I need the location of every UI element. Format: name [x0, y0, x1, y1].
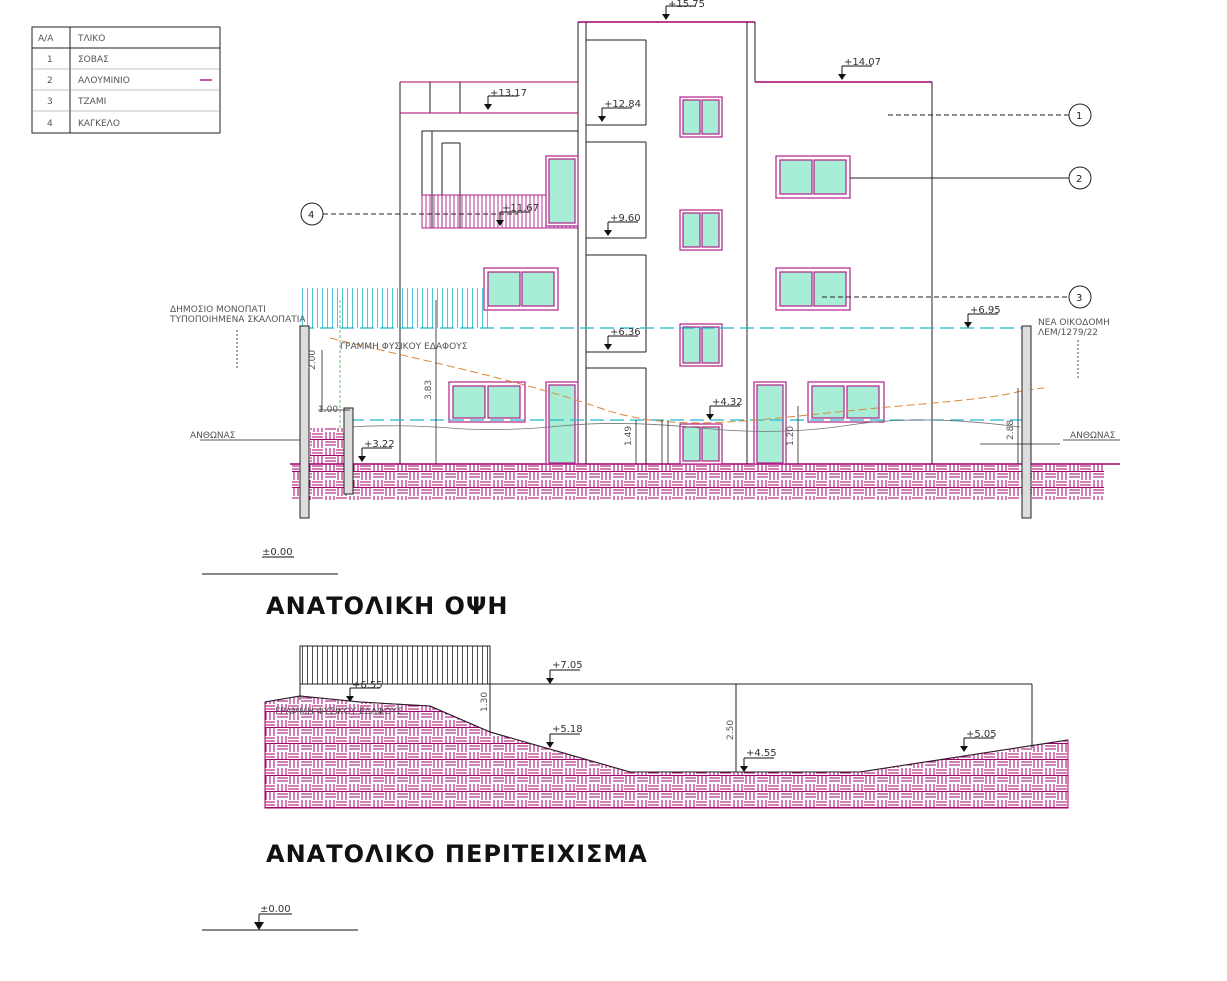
callout-3: 3 — [1076, 293, 1082, 304]
wall-railing — [299, 645, 491, 685]
public-path-rail — [300, 288, 490, 328]
legend-header-material: ΤΛΙΚΟ — [77, 34, 105, 44]
level-roof-right: +14.07 — [844, 57, 881, 68]
flower-bed-stone — [310, 428, 350, 466]
label-flower-right: ΑΝΘΩΝΑΣ — [1070, 431, 1116, 441]
level-stair-2: +9.60 — [610, 213, 641, 224]
wall-label-natural-ground: ΓΡΑΜΜΗ ΦΥΣΙΚΟΥ ΕΔΑΦΟΥΣ — [275, 707, 403, 717]
legend-row-2-aa: 2 — [47, 76, 53, 86]
wall-ground-line — [264, 695, 1069, 773]
level-markers: +15.75 +14.07 +13.17 +12.84 +11.67 +9.60… — [202, 0, 1001, 575]
legend-row-1-aa: 1 — [47, 55, 53, 65]
foundation-stone — [292, 464, 1104, 500]
callouts: 1 2 3 4 — [300, 103, 1092, 309]
legend-row-3-aa: 3 — [47, 97, 53, 107]
legend-row-3-material: ΤΖΑΜΙ — [77, 97, 106, 107]
level-stair-3: +6.36 — [610, 327, 641, 338]
legend-row-1-material: ΣΟΒΑΣ — [78, 55, 109, 65]
windows — [448, 96, 885, 465]
callout-1-circle — [1068, 103, 1092, 127]
legend-row-4-aa: 4 — [47, 119, 53, 129]
left-boundary-wall — [299, 325, 310, 519]
wall-dim-2-50: 2.50 — [726, 720, 736, 740]
right-boundary-wall — [1021, 325, 1032, 519]
label-lem: ΛΕΜ/1279/22 — [1038, 328, 1098, 338]
wall-level-left: +6.55 — [352, 680, 383, 691]
label-public-path: ΔΗΜΟΣΙΟ ΜΟΝΟΠΑΤΙ — [170, 305, 266, 315]
callout-4: 4 — [308, 210, 314, 221]
label-stairs: ΤΥΠΟΠΟΙΗΜΕΝΑ ΣΚΑΛΟΠΑΤΙΑ — [169, 315, 306, 325]
callout-2-circle — [1068, 166, 1092, 190]
level-right-ground: +6.95 — [970, 305, 1001, 316]
legend-row-2-material: ΑΛΟΥΜΙΝΙΟ — [78, 76, 130, 86]
flower-bed-wall — [343, 407, 354, 495]
right-block — [755, 81, 933, 464]
level-balcony: +11.67 — [502, 203, 539, 214]
dim-1-49: 1.49 — [624, 426, 634, 446]
legend-header-aa: Α/Α — [38, 34, 54, 44]
callout-2: 2 — [1076, 174, 1082, 185]
wall-level-right: +5.05 — [966, 729, 997, 740]
wall-title: ΑΝΑΤΟΛΙΚΟ ΠΕΡΙΤΕΙΧΙΣΜΑ — [266, 840, 648, 868]
material-legend: Α/Α ΤΛΙΚΟ 1 ΣΟΒΑΣ 2 ΑΛΟΥΜΙΝΙΟ 3 ΤΖΑΜΙ 4 … — [31, 26, 221, 134]
callout-4-circle — [300, 202, 324, 226]
wall-dim-1-30: 1.30 — [480, 692, 490, 712]
dim-1-20: 1.20 — [786, 426, 796, 446]
wall-level-mid-left: +5.18 — [552, 724, 583, 735]
elevation-title: ΑΝΑΤΟΛΙΚΗ ΟΨΗ — [266, 592, 508, 620]
lawn-line — [349, 419, 1021, 432]
dim-2-88: 2.88 — [1006, 420, 1016, 440]
level-stair-1: +12.84 — [604, 99, 641, 110]
level-top: +15.75 — [668, 0, 705, 10]
legend-row-4-material: ΚΑΓΚΕΛΟ — [78, 119, 120, 129]
natural-ground-line — [329, 337, 1045, 424]
label-flower-left: ΑΝΘΩΝΑΣ — [190, 431, 236, 441]
level-datum-elevation: ±0.00 — [262, 547, 293, 558]
dimension-lines — [200, 300, 1120, 464]
level-entrance: +4.32 — [712, 397, 743, 408]
callout-1: 1 — [1076, 111, 1082, 122]
label-new-building: ΝΕΑ ΟΙΚΟΔΟΜΗ — [1038, 318, 1110, 328]
callout-3-circle — [1068, 285, 1092, 309]
dim-3-83: 3.83 — [424, 380, 434, 400]
wall-level-low: +4.55 — [746, 748, 777, 759]
dim-1-00: 1.00 — [318, 405, 338, 415]
east-boundary-wall: 1.30 2.50 +7.05 +6.55 +5.18 +4.55 +5.05 … — [202, 645, 1069, 931]
wall-level-datum: ±0.00 — [260, 904, 291, 915]
dim-2-00: 2.00 — [308, 350, 318, 370]
wall-level-top: +7.05 — [552, 660, 583, 671]
left-block — [399, 81, 579, 464]
east-elevation: 2.00 1.00 3.83 1.49 1.20 2.88 +15.75 +14… — [169, 0, 1120, 620]
label-natural-ground: ΓΡΑΜΜΗ ΦΥΣΙΚΟΥ ΕΔΑΦΟΥΣ — [340, 342, 468, 352]
level-left-ground: +3.22 — [364, 439, 395, 450]
level-roof-left: +13.17 — [490, 88, 527, 99]
